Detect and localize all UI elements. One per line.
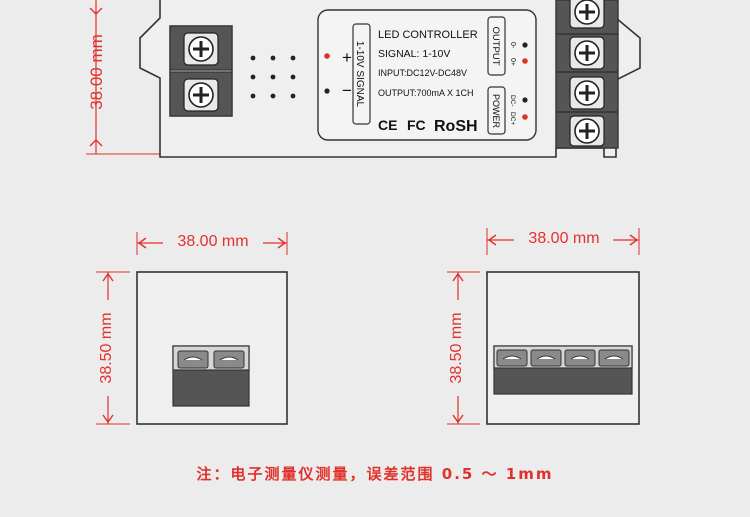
right-side-view bbox=[447, 228, 640, 425]
signal-box bbox=[352, 23, 371, 125]
input-terminal-block bbox=[169, 25, 233, 117]
top-height-label: 38.00 mm bbox=[87, 34, 106, 110]
top-view: + − 1-10V SIGNAL LED CONTROLLER SIGNAL: … bbox=[86, 0, 641, 158]
out-pin-plus: 0+ bbox=[509, 58, 516, 66]
output-box-label: OUTPUT bbox=[490, 26, 501, 65]
left-height-label: 38.50 mm bbox=[98, 312, 115, 384]
power-pin-minus: DC- bbox=[509, 95, 516, 107]
left-side-view bbox=[96, 232, 288, 425]
power-pin-plus: DC+ bbox=[509, 112, 516, 125]
vent-dots bbox=[250, 55, 296, 99]
label-signal: SIGNAL: 1-10V bbox=[378, 48, 450, 60]
out-pin-minus: 0- bbox=[509, 42, 516, 49]
output-box bbox=[487, 16, 506, 76]
right-width-label: 38.00 mm bbox=[528, 230, 600, 247]
signal-box-label: 1-10V SIGNAL bbox=[354, 41, 365, 108]
top-height-dimension bbox=[86, 0, 160, 155]
fc-mark: FC bbox=[407, 117, 426, 133]
label-title: LED CONTROLLER bbox=[378, 29, 478, 41]
power-box bbox=[487, 86, 506, 135]
power-box-label: POWER bbox=[491, 94, 501, 129]
measurement-note: 注：电子测量仪测量，误差范围 0.5 ～ 1mm bbox=[196, 465, 554, 483]
left-width-label: 38.00 mm bbox=[177, 233, 249, 250]
ce-mark: CE bbox=[378, 117, 397, 133]
rosh-mark: RoSH bbox=[434, 118, 478, 135]
output-terminal-block bbox=[555, 0, 619, 149]
label-input: INPUT:DC12V-DC48V bbox=[378, 68, 467, 78]
label-output: OUTPUT:700mA X 1CH bbox=[378, 88, 474, 98]
right-height-label: 38.50 mm bbox=[448, 312, 465, 384]
plus-indicator-dot bbox=[324, 53, 330, 59]
cert-marks: CE FC RoSH bbox=[378, 117, 478, 135]
label-panel bbox=[317, 9, 537, 141]
minus-indicator-dot bbox=[324, 88, 330, 94]
minus-sign: − bbox=[342, 81, 352, 100]
plus-sign: + bbox=[342, 48, 352, 67]
